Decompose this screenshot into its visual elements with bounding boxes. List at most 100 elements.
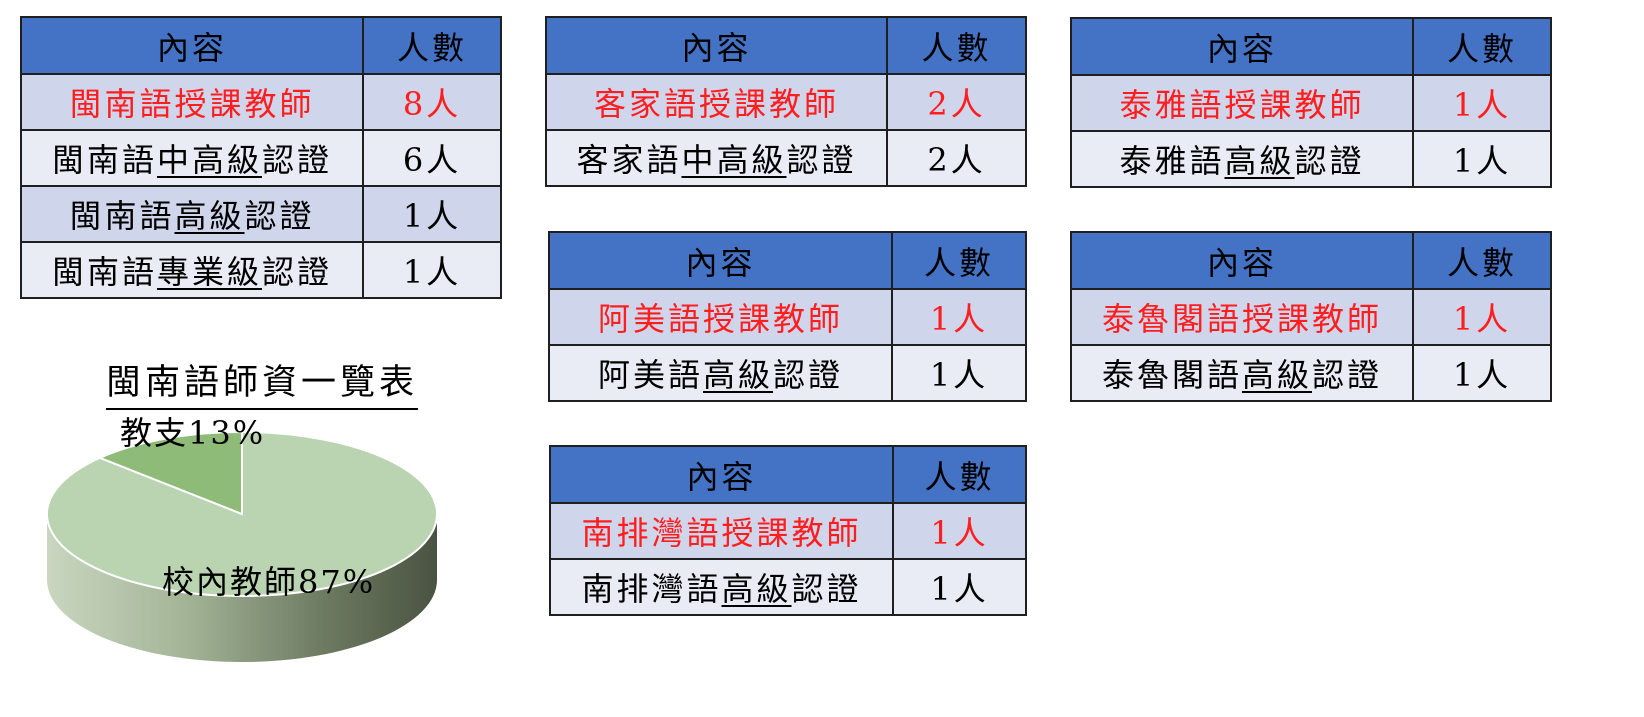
row-suffix-text: 認證 (791, 570, 862, 608)
header-content: 內容 (20, 16, 364, 75)
row-content: 泰魯閣語授課教師 (1070, 288, 1414, 346)
row-text: 泰雅語 (1119, 142, 1225, 180)
header-count: 人數 (1412, 17, 1552, 76)
table-row: 阿美語授課教師 1人 (548, 288, 1027, 346)
row-content: 南排灣語授課教師 (549, 502, 894, 560)
row-count: 8人 (362, 73, 502, 131)
row-content: 客家語授課教師 (545, 73, 888, 131)
row-suffix-text: 認證 (1312, 356, 1383, 394)
header-count: 人數 (1412, 231, 1552, 290)
row-content: 泰雅語授課教師 (1070, 74, 1414, 132)
pie-label-main: 校內教師87% (162, 563, 375, 601)
table-header-row: 內容人數 (20, 16, 502, 75)
row-content: 南排灣語高級認證 (549, 558, 894, 616)
row-text: 客家語授課教師 (593, 85, 839, 123)
row-count: 1人 (1412, 344, 1552, 402)
row-count: 1人 (892, 502, 1027, 560)
row-text: 阿美語授課教師 (597, 300, 843, 338)
row-content: 阿美語授課教師 (548, 288, 893, 346)
row-suffix-text: 認證 (1294, 142, 1365, 180)
row-text: 閩南語 (51, 141, 157, 179)
row-level-text: 高級 (1224, 142, 1295, 180)
table-row: 南排灣語授課教師 1人 (549, 502, 1027, 560)
header-content: 內容 (548, 231, 893, 290)
row-content: 閩南語高級認證 (20, 185, 364, 243)
pie-chart-title: 閩南語師資一覽表 (106, 362, 419, 410)
row-text: 南排灣語授課教師 (581, 514, 862, 552)
row-text: 閩南語授課教師 (69, 85, 315, 123)
row-text: 閩南語 (51, 253, 157, 291)
row-level-text: 高級 (1241, 356, 1312, 394)
pie-label-small: 教支13% (120, 414, 265, 452)
row-level-text: 高級 (721, 570, 792, 608)
header-count: 人數 (886, 16, 1027, 75)
row-count: 6人 (362, 129, 502, 187)
row-text: 阿美語 (597, 356, 703, 394)
row-count: 1人 (1412, 130, 1552, 188)
row-suffix-text: 認證 (773, 356, 844, 394)
pie-side (47, 514, 437, 662)
row-count: 1人 (891, 288, 1027, 346)
row-content: 客家語中高級認證 (545, 129, 888, 187)
header-content: 內容 (1070, 231, 1414, 290)
header-content: 內容 (549, 445, 894, 504)
row-content: 阿美語高級認證 (548, 344, 893, 402)
row-text: 泰魯閣語授課教師 (1101, 300, 1382, 338)
row-level-text: 高級 (174, 197, 245, 235)
row-content: 閩南語專業級認證 (20, 241, 364, 299)
row-suffix-text: 認證 (262, 253, 333, 291)
table-header-row: 內容人數 (1070, 231, 1552, 290)
row-count: 1人 (1412, 74, 1552, 132)
row-text: 客家語 (576, 141, 682, 179)
row-suffix-text: 認證 (244, 197, 315, 235)
header-content: 內容 (1070, 17, 1414, 76)
row-level-text: 中高級 (681, 141, 787, 179)
row-text: 泰雅語授課教師 (1119, 86, 1365, 124)
row-count: 1人 (891, 344, 1027, 402)
row-suffix-text: 認證 (262, 141, 333, 179)
row-text: 閩南語 (69, 197, 175, 235)
row-content: 泰雅語高級認證 (1070, 130, 1414, 188)
row-level-text: 高級 (702, 356, 773, 394)
row-level-text: 中高級 (156, 141, 262, 179)
row-text: 泰魯閣語 (1101, 356, 1242, 394)
table-header-row: 內容人數 (545, 16, 1027, 75)
row-suffix-text: 認證 (786, 141, 857, 179)
table-row: 閩南語授課教師 8人 (20, 73, 502, 131)
table-row: 客家語授課教師 2人 (545, 73, 1027, 131)
header-count: 人數 (362, 16, 502, 75)
table-row: 泰雅語授課教師 1人 (1070, 74, 1552, 132)
table-header-row: 內容人數 (1070, 17, 1552, 76)
row-level-text: 專業級 (156, 253, 262, 291)
row-count: 1人 (362, 241, 502, 299)
table-header-row: 內容人數 (549, 445, 1027, 504)
row-content: 閩南語授課教師 (20, 73, 364, 131)
row-count: 2人 (886, 73, 1027, 131)
row-count: 1人 (892, 558, 1027, 616)
pie-slice-small (97, 430, 243, 516)
header-content: 內容 (545, 16, 888, 75)
row-content: 閩南語中高級認證 (20, 129, 364, 187)
table-header-row: 內容人數 (548, 231, 1027, 290)
row-count: 2人 (886, 129, 1027, 187)
row-text: 南排灣語 (581, 570, 722, 608)
header-count: 人數 (892, 445, 1027, 504)
row-count: 1人 (362, 185, 502, 243)
row-content: 泰魯閣語高級認證 (1070, 344, 1414, 402)
